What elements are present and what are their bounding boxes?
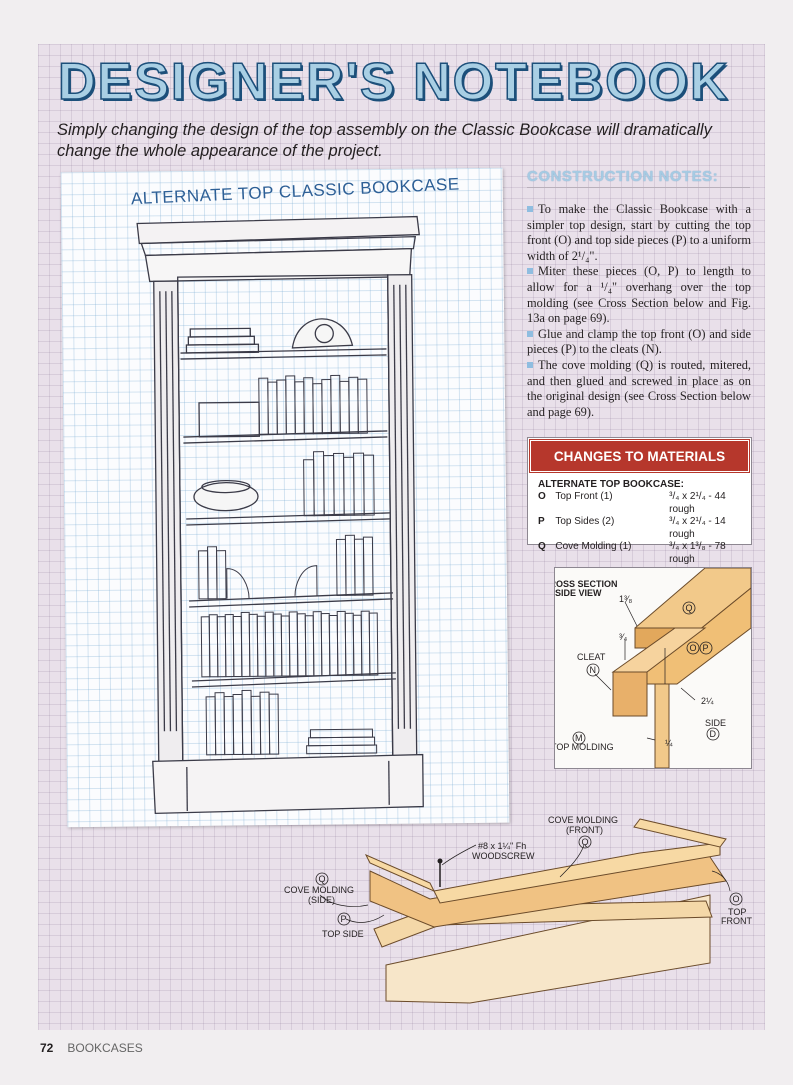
m-code: M <box>575 733 583 743</box>
cove-side-callout-circle <box>315 872 329 886</box>
top-side-callout-circle <box>337 912 351 926</box>
material-name: Top Front (1) <box>555 491 613 502</box>
cross-section-diagram: CROSS SECTION SIDE VIEW 1³⁄₈ ³⁄₄ CLEAT N… <box>554 567 752 769</box>
note-text: The cove molding (Q) is routed, mitered,… <box>527 357 751 419</box>
cove-front-label-2: (FRONT) <box>566 825 603 835</box>
cove-front-callout-circle <box>578 835 592 849</box>
material-code: O <box>538 491 546 502</box>
note-item: Glue and clamp the top front (O) and sid… <box>527 327 751 358</box>
cross-section-title-2: SIDE VIEW <box>555 588 602 598</box>
cleat-code: N <box>590 665 597 675</box>
side-label: SIDE <box>705 718 726 728</box>
top-assembly-diagram: COVE MOLDING (FRONT) Q #8 x 1¼" Fh WOODS… <box>284 815 752 1004</box>
materials-subheading: ALTERNATE TOP BOOKCASE: <box>538 479 684 490</box>
material-code: P <box>538 516 545 527</box>
material-size: ³/₄ x 1³/₈ - 78 rough <box>669 541 726 565</box>
note-item: To make the Classic Bookcase with a simp… <box>527 202 751 264</box>
section-name: BOOKCASES <box>67 1041 143 1055</box>
cleat-label: CLEAT <box>577 652 606 662</box>
dim-bottom: ¼ <box>665 738 673 748</box>
top-front-callout-circle <box>729 892 743 906</box>
cove-side-label-1: COVE MOLDING <box>284 885 354 895</box>
cove-side-label-2: (SIDE) <box>308 895 335 905</box>
materials-heading: CHANGES TO MATERIALS <box>529 439 750 473</box>
screw-label-1: #8 x 1¼" Fh <box>478 841 526 851</box>
d-callout-circle <box>706 727 720 741</box>
note-item: Miter these pieces (O, P) to length to a… <box>527 264 751 326</box>
top-side-code: P <box>341 914 347 924</box>
o-callout-circle <box>686 641 700 655</box>
page-title: DESIGNER'S NOTEBOOK <box>57 53 730 111</box>
bookcase-illustration <box>136 215 424 815</box>
material-name: Cove Molding (1) <box>555 541 632 552</box>
bullet-icon <box>527 268 533 275</box>
dim-mid: ³⁄₄ <box>619 632 628 642</box>
bookcase-sketch: ALTERNATE TOP CLASSIC BOOKCASE <box>60 167 510 828</box>
note-text: Glue and clamp the top front (O) and sid… <box>527 326 751 357</box>
m-callout-circle <box>572 731 586 745</box>
cross-section-title-1: CROSS SECTION <box>555 579 618 589</box>
cove-front-label-1: COVE MOLDING <box>548 815 618 825</box>
bullet-icon <box>527 330 533 337</box>
top-front-code: O <box>733 894 740 904</box>
page-number: 72 <box>40 1041 54 1055</box>
material-row: Q Cove Molding (1) ³/₄ x 1³/₈ - 78 rough <box>538 541 751 566</box>
top-molding-label: TOP MOLDING <box>555 742 614 752</box>
dim-top: 1³⁄₈ <box>619 594 633 604</box>
cove-front-code: Q <box>582 837 589 847</box>
note-text: To make the Classic Bookcase with a simp… <box>527 202 752 263</box>
top-front-label-2: FRONT <box>721 916 752 926</box>
top-side-label: TOP SIDE <box>322 929 364 939</box>
material-row: P Top Sides (2) ³/₄ x 2¹/₄ - 14 rough <box>538 516 751 541</box>
material-code: Q <box>538 541 546 552</box>
material-row: O Top Front (1) ³/₄ x 2¹/₄ - 44 rough <box>538 491 751 516</box>
q-code: Q <box>686 603 693 613</box>
cleat-callout-circle <box>586 663 600 677</box>
screw-label-2: WOODSCREW <box>472 851 535 861</box>
top-front-label-1: TOP <box>728 907 746 917</box>
q-callout-circle <box>682 601 696 615</box>
p-callout-circle <box>699 641 713 655</box>
note-text: Miter these pieces (O, P) to length to a… <box>527 264 751 326</box>
construction-notes-heading: CONSTRUCTION NOTES: <box>527 168 750 188</box>
construction-notes: To make the Classic Bookcase with a simp… <box>527 202 751 420</box>
materials-box: CHANGES TO MATERIALS ALTERNATE TOP BOOKC… <box>527 437 752 565</box>
o-code: O <box>690 643 697 653</box>
side-code: D <box>710 729 717 739</box>
page-footer: 72 BOOKCASES <box>40 1041 143 1055</box>
page-subtitle: Simply changing the design of the top as… <box>57 121 712 160</box>
material-name: Top Sides (2) <box>555 516 615 527</box>
material-size: ³/₄ x 2¹/₄ - 44 rough <box>669 491 726 515</box>
p-code: P <box>703 643 709 653</box>
bullet-icon <box>527 206 533 212</box>
bullet-icon <box>527 361 533 368</box>
cove-side-code: Q <box>319 874 326 884</box>
note-item: The cove molding (Q) is routed, mitered,… <box>527 358 751 420</box>
dim-right: 2¼ <box>701 696 714 706</box>
material-size: ³/₄ x 2¹/₄ - 14 rough <box>669 516 726 540</box>
